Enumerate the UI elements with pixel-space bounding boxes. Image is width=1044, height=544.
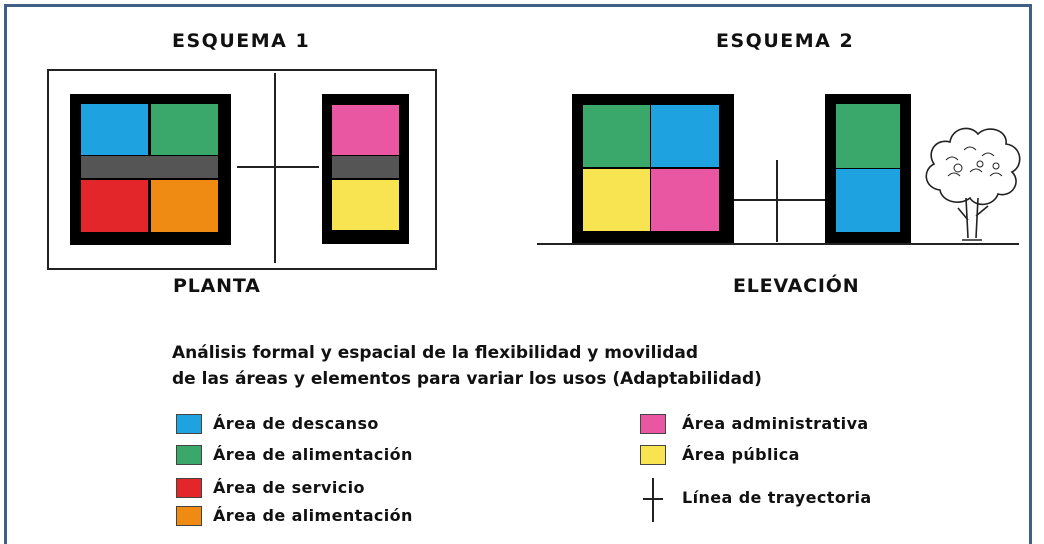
area-alimentacion-orange xyxy=(151,180,218,232)
area-alimentacion-green xyxy=(151,104,218,155)
caption-line2: de las áreas y elementos para variar los… xyxy=(172,369,762,389)
legend-administrativa: Área administrativa xyxy=(682,414,869,433)
outer-frame xyxy=(4,4,1032,544)
plan-trajectory-horizontal xyxy=(237,166,319,168)
area-alimentacion-green xyxy=(583,105,650,167)
legend-trayectoria: Línea de trayectoria xyxy=(682,488,872,507)
swatch-descanso xyxy=(176,414,202,434)
swatch-alimentacion-green xyxy=(176,445,202,465)
area-descanso xyxy=(81,104,148,155)
area-servicio xyxy=(81,180,148,232)
area-administrativa xyxy=(332,105,399,155)
caption-line1: Análisis formal y espacial de la flexibi… xyxy=(172,343,699,363)
schema2-label: ELEVACIÓN xyxy=(733,275,860,297)
trajectory-icon xyxy=(640,478,666,522)
tree-icon xyxy=(925,127,1021,241)
area-publica xyxy=(583,169,650,231)
elevation-trajectory-vertical xyxy=(776,160,778,242)
area-publica xyxy=(332,180,399,230)
schema1-label: PLANTA xyxy=(173,275,261,297)
swatch-alimentacion-orange xyxy=(176,506,202,526)
circulation-strip xyxy=(332,156,399,178)
elevation-trajectory-horizontal xyxy=(734,199,829,201)
elevation-block-left xyxy=(572,94,734,243)
elevation-block-right xyxy=(825,94,911,243)
plan-frame xyxy=(47,69,437,270)
swatch-administrativa xyxy=(640,414,666,434)
swatch-publica xyxy=(640,445,666,465)
plan-block-right xyxy=(322,94,409,244)
legend-alimentacion-1: Área de alimentación xyxy=(213,445,413,464)
legend-alimentacion-2: Área de alimentación xyxy=(213,506,413,525)
area-administrativa xyxy=(651,169,719,231)
legend-publica: Área pública xyxy=(682,445,800,464)
area-descanso xyxy=(836,169,900,232)
swatch-servicio xyxy=(176,478,202,498)
area-alimentacion-green xyxy=(836,104,900,168)
schema1-title: ESQUEMA 1 xyxy=(172,30,311,52)
plan-trajectory-vertical xyxy=(274,73,276,263)
area-descanso xyxy=(651,105,719,167)
legend-servicio: Área de servicio xyxy=(213,478,365,497)
legend-descanso: Área de descanso xyxy=(213,414,379,433)
ground-line xyxy=(537,243,1019,245)
plan-block-left xyxy=(70,94,231,245)
circulation-strip xyxy=(81,156,218,178)
schema2-title: ESQUEMA 2 xyxy=(716,30,855,52)
